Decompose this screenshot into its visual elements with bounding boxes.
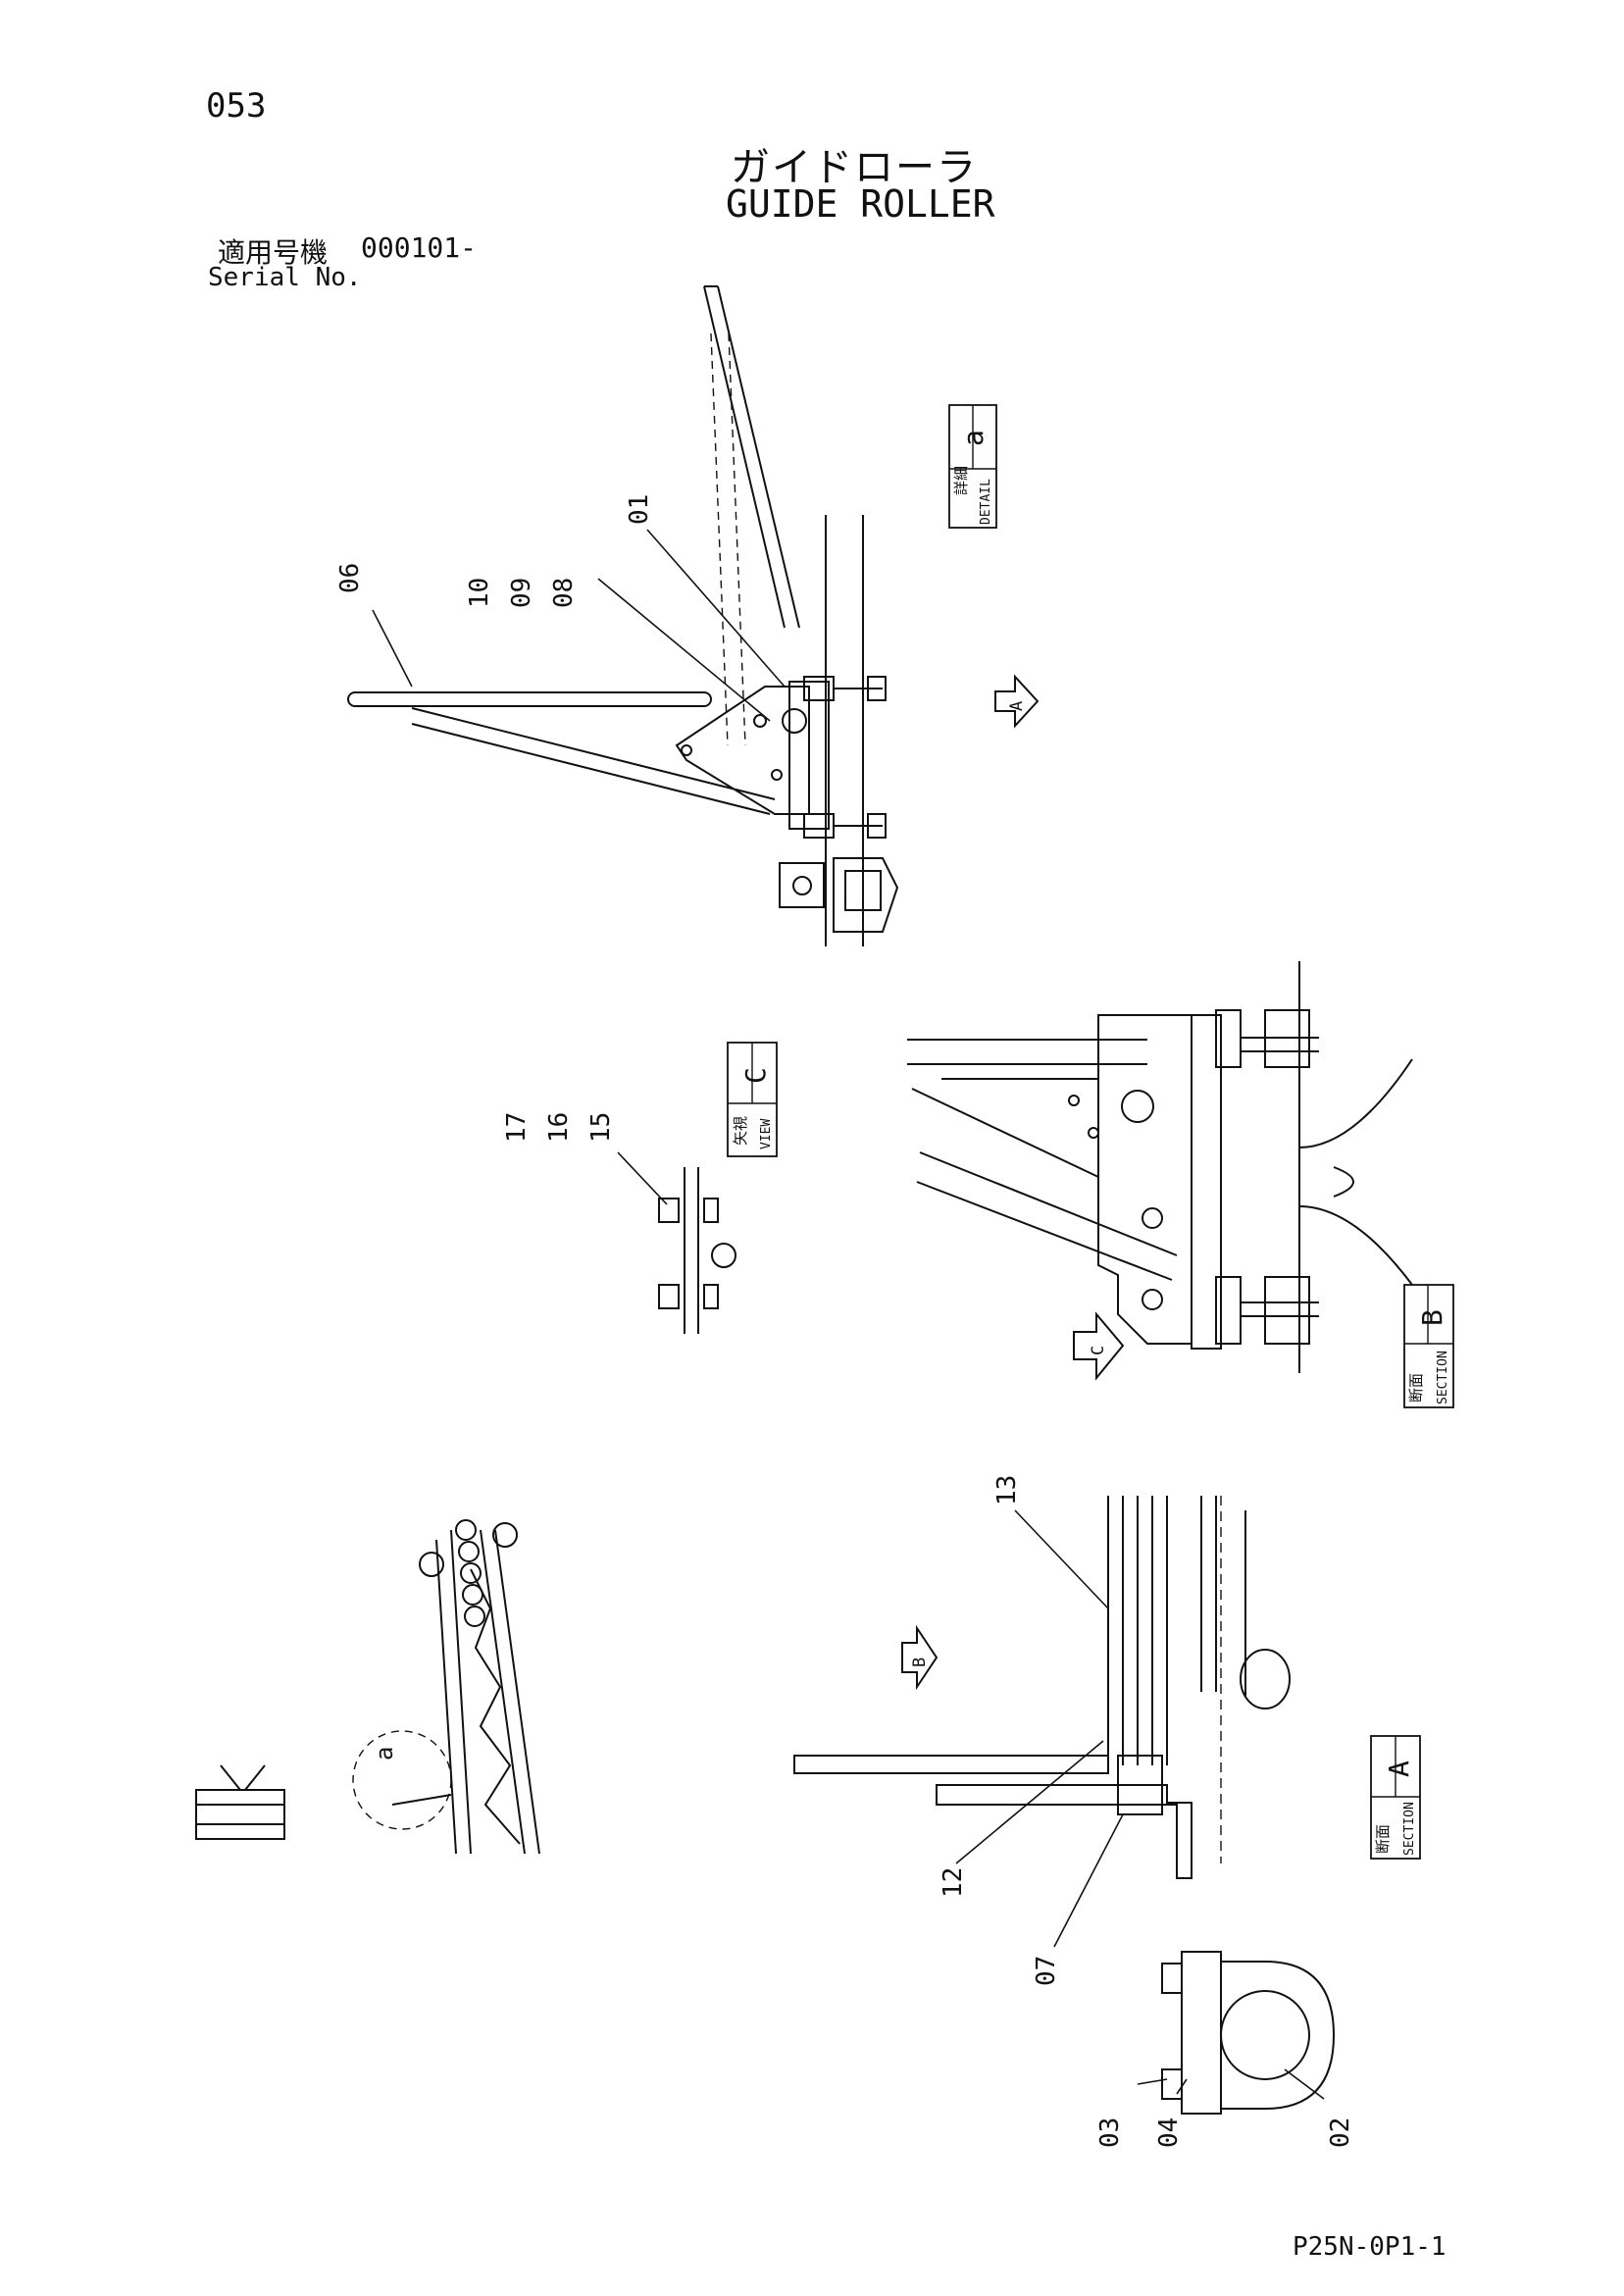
view-c-en: VIEW <box>759 1119 774 1149</box>
callout-12: 12 <box>939 1867 968 1898</box>
callout-15: 15 <box>586 1112 616 1143</box>
section-a-jp: 断面 <box>1374 1824 1392 1854</box>
title-english: GUIDE ROLLER <box>726 182 995 226</box>
view-c-letter: C <box>739 1067 772 1084</box>
serial-number-value: 000101- <box>361 231 478 264</box>
arrow-b-letter: B <box>910 1658 930 1667</box>
arrow-a-letter: A <box>1007 701 1027 711</box>
drawing-code: P25N-0P1-1 <box>1293 2232 1446 2262</box>
view-c-label-box <box>727 1042 778 1157</box>
callout-09: 09 <box>507 578 536 608</box>
title-japanese: ガイドローラ <box>731 145 978 190</box>
part-callouts: 01 06 10 09 08 17 16 15 13 12 07 03 04 0… <box>335 494 1355 2148</box>
callout-01: 01 <box>625 494 654 525</box>
view-c <box>617 1151 736 1334</box>
section-a-view <box>793 1496 1336 2115</box>
detail-a-view <box>347 285 1040 946</box>
callout-02: 02 <box>1326 2117 1355 2148</box>
callout-08: 08 <box>549 578 579 608</box>
callout-04: 04 <box>1154 2117 1184 2148</box>
callout-10: 10 <box>465 578 494 608</box>
callout-07: 07 <box>1032 1956 1061 1986</box>
callout-13: 13 <box>992 1475 1022 1505</box>
overview-detail-a-label: a <box>371 1747 398 1760</box>
detail-a-en: DETAIL <box>979 479 993 525</box>
section-b-view <box>907 961 1413 1381</box>
section-a-en: SECTION <box>1402 1802 1417 1856</box>
section-a-label-box <box>1370 1735 1421 1860</box>
callout-16: 16 <box>544 1112 574 1143</box>
section-a-label-text: 断面 SECTION A <box>1374 1760 1417 1856</box>
page-number: 053 <box>206 86 267 126</box>
serial-label-english: Serial No. <box>208 263 362 292</box>
detail-a-jp: 詳細 <box>952 466 970 495</box>
section-b-label-text: 断面 SECTION B <box>1407 1309 1450 1404</box>
detail-a-label-box <box>948 404 997 529</box>
section-a-letter: A <box>1383 1760 1415 1777</box>
view-c-label-text: 矢視 VIEW C <box>732 1067 774 1149</box>
section-b-en: SECTION <box>1436 1351 1450 1404</box>
boom-overview <box>195 1519 540 1855</box>
serial-label-japanese: 適用号機 <box>218 236 329 269</box>
arrow-c-letter: C <box>1089 1346 1108 1355</box>
callout-03: 03 <box>1095 2117 1125 2148</box>
callout-06: 06 <box>335 563 365 593</box>
detail-a-label-text: 詳細 DETAIL a <box>952 430 993 525</box>
view-c-jp: 矢視 <box>732 1116 749 1146</box>
section-b-jp: 断面 <box>1407 1373 1425 1403</box>
section-b-label-box <box>1403 1284 1454 1408</box>
section-b-letter: B <box>1416 1309 1448 1326</box>
callout-17: 17 <box>502 1112 532 1143</box>
detail-a-letter: a <box>957 430 990 446</box>
